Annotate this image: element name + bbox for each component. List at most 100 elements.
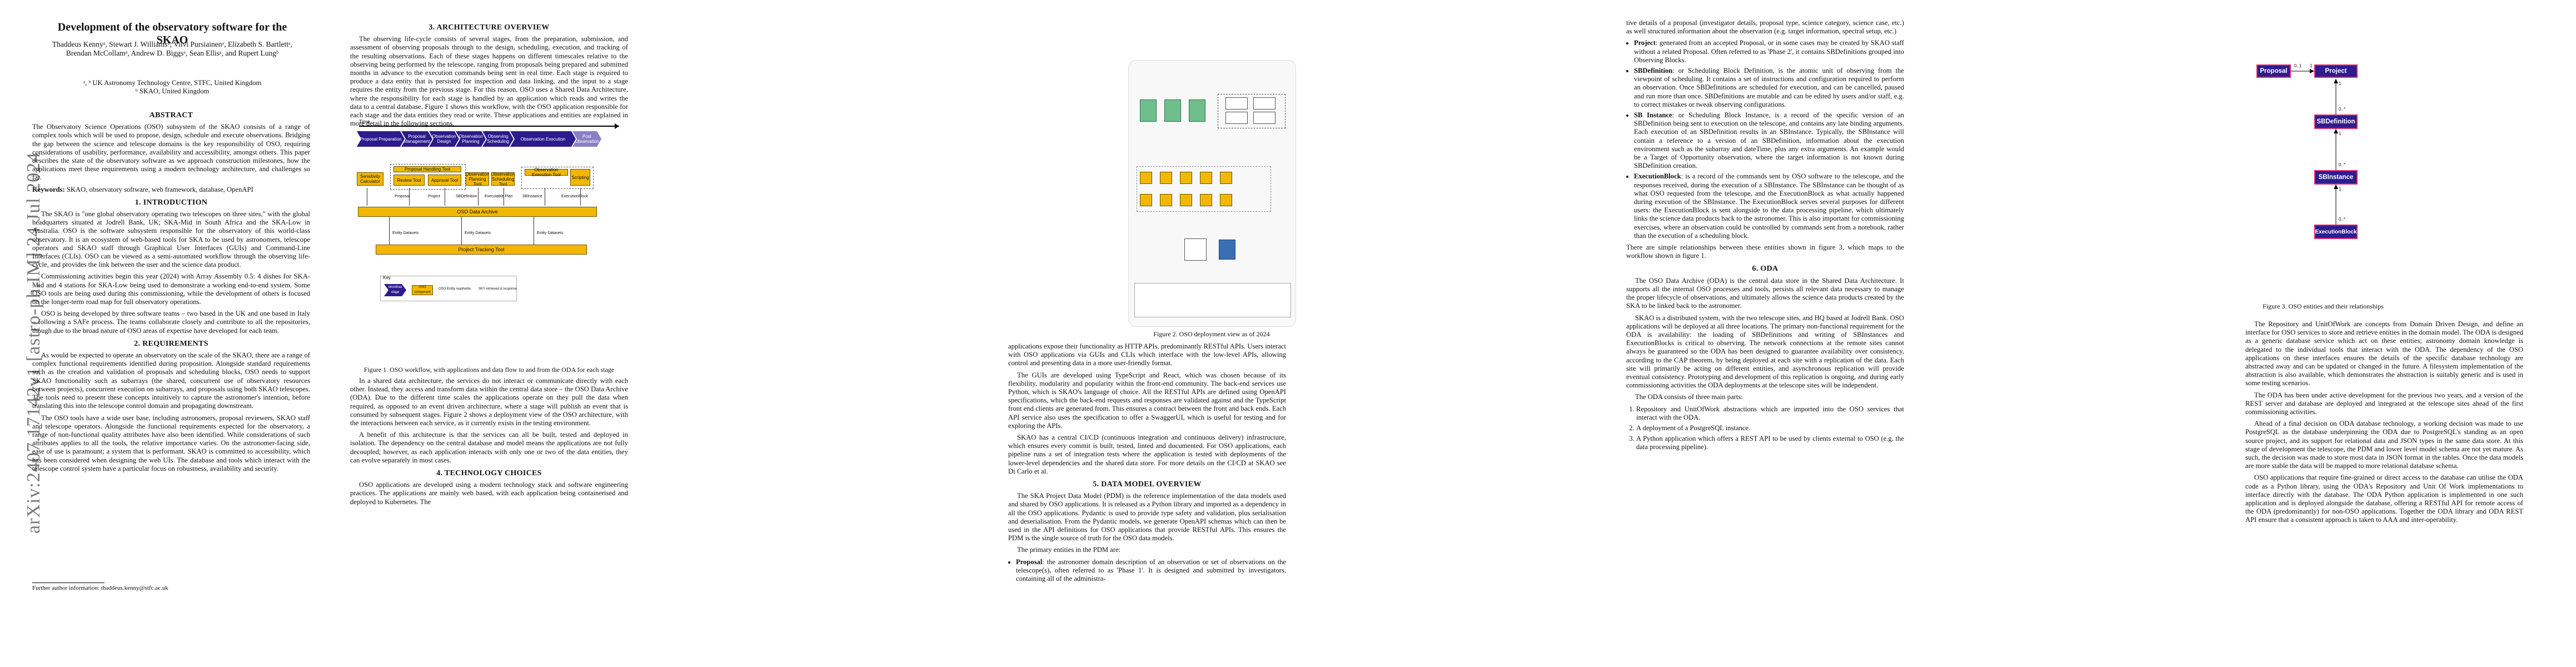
figure-3-edges <box>2291 69 2338 225</box>
section-heading: 6. ODA <box>1752 265 1778 273</box>
entity-label: Executable Plan <box>485 195 513 198</box>
stage-chevron: Proposal Management <box>401 131 432 147</box>
time-axis <box>359 126 619 127</box>
page2-column: 3. ARCHITECTURE OVERVIEW The observing l… <box>350 19 628 131</box>
figure-2-caption: Figure 2. OSO deployment view as of 2024 <box>1153 330 1270 338</box>
entity-label: Project <box>428 195 440 198</box>
list-item: Proposal: the astronomer domain descript… <box>1016 558 1286 584</box>
entity-node-sbdefinition: SBDefinition <box>2314 115 2358 129</box>
app-box: Sensitivity Calculator <box>357 172 383 186</box>
paragraph: In a shared data architecture, the servi… <box>350 377 628 427</box>
affiliation: ᵃ, ᵇ UK Astronomy Technology Centre, STF… <box>83 79 262 87</box>
app-box: Approval Tool <box>428 175 461 186</box>
app-box: Observation Scheduling Tool <box>491 171 515 187</box>
component-node <box>1220 194 1232 206</box>
stage-chevron: Observation Execution <box>510 131 576 147</box>
edge-label: 0..1 <box>2294 63 2302 68</box>
paragraph: Ahead of a final decision on ODA databas… <box>2245 420 2523 470</box>
component-node <box>1225 112 1248 124</box>
section-heading: 4. TECHNOLOGY CHOICES <box>436 469 542 478</box>
paragraph: The OSO tools have a wide user base, inc… <box>32 414 310 472</box>
page2-lower-column: In a shared data architecture, the servi… <box>350 377 628 510</box>
paragraph: The OSO Data Archive (ODA) is the centra… <box>1626 276 1904 310</box>
list-item: Repository and UnitOfWork abstractions w… <box>1636 405 1904 422</box>
connector <box>478 188 479 206</box>
stage-chevron: Proposal Preparation <box>357 131 405 147</box>
paragraph: The primary entities in the PDM are: <box>1017 546 1121 554</box>
figure-2 <box>1128 60 1296 327</box>
paragraph: The ODA has been under active developmen… <box>2245 391 2523 416</box>
entity-node-sbinstance: SBInstance <box>2314 170 2358 185</box>
keywords-line: Keywords: SKAO, observatory software, we… <box>32 185 253 193</box>
list-item: Project: generated from an accepted Prop… <box>1634 39 1904 64</box>
figure-1-caption: Figure 1. OSO workflow, with application… <box>363 366 615 374</box>
app-box: Proposal Handling Tool <box>393 166 461 172</box>
cluster-group <box>1218 94 1285 128</box>
edge-label: 1 <box>2339 131 2341 136</box>
component-node <box>1220 172 1232 184</box>
component-node <box>1253 112 1275 124</box>
app-box: Observation Planning Tool <box>465 171 490 187</box>
paragraph: tive details of a proposal (investigator… <box>1626 19 1904 36</box>
legend-label: SKY retrieved & response <box>479 287 517 291</box>
entity-label: Entity Datasets <box>537 231 564 235</box>
edge-label: 1 <box>2339 187 2341 192</box>
database-node <box>1219 240 1235 260</box>
legend-swatch: Workflow stage <box>384 284 406 296</box>
app-group <box>521 167 594 189</box>
connector <box>409 188 410 206</box>
legend-swatch: OSO component <box>412 285 433 295</box>
component-node <box>1200 172 1212 184</box>
paragraph: OSO is being developed by three software… <box>32 310 310 335</box>
paragraph: The observing life-cycle consists of sev… <box>350 35 628 128</box>
paragraph: The SKAO is "one global observatory oper… <box>32 210 310 269</box>
paragraph: The SKA Project Data Model (PDM) is the … <box>1008 492 1286 542</box>
component-node <box>1253 97 1275 109</box>
paper-title: Development of the observatory software … <box>57 21 287 46</box>
list-item: A Python application which offers a REST… <box>1636 435 1904 451</box>
list-item: A deployment of a PostgreSQL instance. <box>1636 424 1904 432</box>
component-node <box>1140 194 1152 206</box>
paragraph: The Repository and UnitOfWork are concep… <box>2245 320 2523 387</box>
entity-list: Project: generated from an accepted Prop… <box>1626 39 1904 240</box>
component-node <box>1180 172 1192 184</box>
component-node <box>1160 194 1172 206</box>
page1-column: ABSTRACT The Observatory Science Operati… <box>32 107 310 476</box>
legend: Key Workflow stage OSO component OSO Ent… <box>380 275 517 301</box>
component-node <box>1140 99 1157 122</box>
list-item: SB Instance: or Scheduling Block Instanc… <box>1634 111 1904 170</box>
time-label: Time <box>359 119 370 125</box>
component-node <box>1189 99 1205 122</box>
connector <box>389 217 390 245</box>
ptt-box: Project Tracking Tool <box>376 245 587 255</box>
affiliation: ᵇ SKAO, United Kingdom <box>135 87 210 95</box>
app-box: Scripting <box>570 169 590 186</box>
entity-label: Entity Datasets <box>392 231 419 235</box>
legend <box>1134 283 1291 317</box>
paragraph: The ODA consists of three main parts: <box>1635 393 1743 401</box>
arrow-icon <box>615 123 619 129</box>
paragraph: OSO applications are developed using a m… <box>350 481 628 506</box>
component-node <box>1225 97 1248 109</box>
oda-parts-list: Repository and UnitOfWork abstractions w… <box>1626 405 1904 452</box>
edge-label: 0..* <box>2339 107 2346 112</box>
section-heading: 5. DATA MODEL OVERVIEW <box>1093 480 1202 489</box>
component-node <box>1184 238 1207 261</box>
abstract-text: The Observatory Science Operations (OSO)… <box>32 123 310 182</box>
entity-label: SBInstance <box>522 195 542 198</box>
entity-node-proposal: Proposal <box>2256 64 2291 78</box>
page4-column: tive details of a proposal (investigator… <box>1626 19 1904 455</box>
list-item: ExecutionBlock: is a record of the comma… <box>1634 172 1904 240</box>
paragraph: As would be expected to operate an obser… <box>32 351 310 410</box>
section-heading: 3. ARCHITECTURE OVERVIEW <box>428 23 550 32</box>
footnote: Further author information: thaddeus.ken… <box>32 583 168 591</box>
paragraph: The GUIs are developed using TypeScript … <box>1008 371 1286 430</box>
entity-label: Entity Datasets <box>465 231 491 235</box>
paragraph: A benefit of this architecture is that t… <box>350 431 628 464</box>
connector <box>461 217 462 245</box>
page4-right-column: The Repository and UnitOfWork are concep… <box>2245 320 2523 528</box>
affiliations: ᵃ, ᵇ UK Astronomy Technology Centre, STF… <box>50 79 295 96</box>
entity-node-executionblock: ExecutionBlock <box>2314 225 2358 239</box>
paragraph: SKAO has a central CI/CD (continuous int… <box>1008 434 1286 475</box>
entity-node-project: Project <box>2314 64 2358 78</box>
